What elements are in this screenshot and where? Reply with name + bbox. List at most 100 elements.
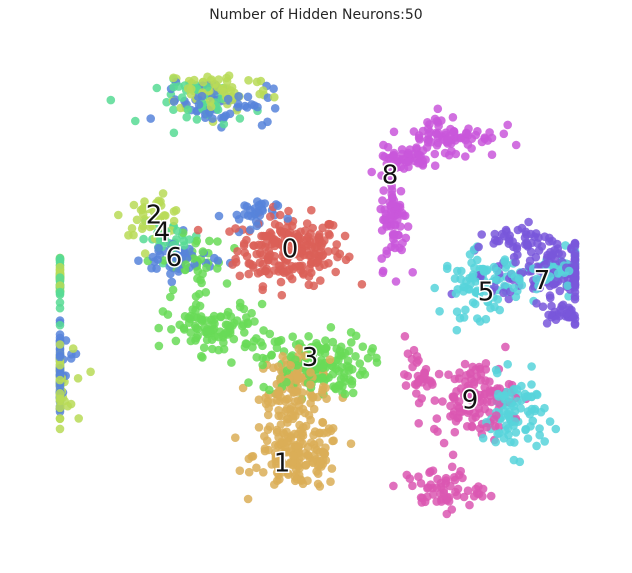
- scatter-point-class-4: [155, 235, 165, 245]
- scatter-point-class-9: [432, 414, 442, 423]
- scatter-point-class-7: [570, 320, 580, 329]
- scatter-point-class-3: [191, 336, 200, 345]
- scatter-point-class-3: [181, 260, 191, 269]
- cluster-label-0: 0: [282, 235, 299, 265]
- scatter-point-class-9: [450, 427, 460, 437]
- scatter-point-class-9: [432, 497, 442, 506]
- scatter-point-class-1: [316, 457, 325, 466]
- scatter-point-class-5: [506, 437, 515, 447]
- scatter-point-class-3: [272, 343, 282, 353]
- scatter-point-class-8: [487, 133, 497, 143]
- scatter-point-class-7: [524, 217, 533, 227]
- scatter-point-class-8: [433, 104, 443, 114]
- scatter-point-class-3: [197, 278, 206, 288]
- scatter-point-class-3: [213, 237, 222, 246]
- scatter-point-class-7: [474, 242, 483, 252]
- scatter-point-class-8: [367, 167, 377, 177]
- scatter-point-class-3: [335, 346, 345, 356]
- scatter-point-class-6: [219, 112, 229, 122]
- scatter-point-class-5: [461, 305, 470, 315]
- scatter-point-class-3: [195, 289, 204, 299]
- scatter-point-class-9: [430, 424, 439, 434]
- scatter-point-class-3: [304, 332, 313, 341]
- scatter-point-class-7: [570, 249, 580, 258]
- scatter-point-class-9: [489, 415, 499, 424]
- scatter-point-class-2: [154, 196, 163, 206]
- scatter-point-class-3: [358, 342, 368, 352]
- scatter-point-class-8: [377, 171, 386, 180]
- scatter-point-class-5: [500, 281, 509, 291]
- scatter-point-class-6: [210, 253, 219, 263]
- scatter-point-class-3: [340, 368, 349, 378]
- scatter-point-class-3: [326, 323, 336, 332]
- scatter-point-class-5: [500, 255, 510, 264]
- scatter-point-class-0: [258, 282, 268, 291]
- scatter-point-class-0: [240, 248, 249, 257]
- scatter-point-class-9: [447, 462, 457, 472]
- scatter-point-class-3: [198, 247, 208, 256]
- scatter-point-class-8: [378, 196, 387, 205]
- scatter-point-class-1: [276, 420, 286, 429]
- scatter-point-class-6: [66, 354, 76, 363]
- scatter-point-class-8: [443, 136, 453, 145]
- scatter-point-class-2: [189, 75, 199, 85]
- scatter-point-class-1: [282, 437, 292, 447]
- scatter-point-class-5: [500, 391, 510, 400]
- scatter-point-class-3: [197, 316, 207, 326]
- scatter-point-class-5: [553, 269, 563, 278]
- cluster-label-3: 3: [302, 343, 319, 373]
- scatter-point-class-8: [403, 222, 413, 231]
- scatter-point-class-8: [377, 254, 387, 263]
- scatter-point-class-7: [541, 259, 551, 269]
- scatter-point-class-3: [305, 344, 315, 353]
- scatter-point-class-8: [379, 186, 389, 195]
- scatter-point-class-5: [511, 292, 521, 302]
- scatter-point-class-3: [205, 236, 214, 246]
- scatter-point-class-2: [140, 249, 150, 258]
- scatter-point-class-0: [296, 252, 305, 262]
- scatter-point-class-5: [442, 264, 452, 274]
- scatter-point-class-2: [55, 394, 65, 404]
- scatter-point-class-8: [430, 149, 440, 159]
- scatter-point-class-1: [271, 456, 281, 466]
- scatter-point-class-5: [527, 404, 537, 414]
- scatter-point-class-4: [169, 240, 178, 250]
- scatter-point-class-0: [282, 253, 292, 263]
- scatter-point-class-1: [306, 380, 315, 390]
- scatter-point-class-8: [397, 245, 407, 255]
- scatter-point-class-5: [503, 360, 512, 369]
- scatter-point-class-3: [267, 351, 276, 360]
- scatter-point-class-2: [55, 360, 65, 370]
- scatter-point-class-1: [263, 425, 273, 435]
- scatter-point-class-0: [298, 268, 308, 278]
- scatter-point-class-8: [415, 135, 424, 144]
- scatter-point-class-9: [463, 393, 473, 403]
- scatter-point-class-8: [421, 155, 430, 164]
- scatter-point-class-5: [486, 303, 495, 313]
- scatter-point-class-2: [68, 344, 78, 353]
- scatter-point-class-4: [169, 105, 178, 114]
- scatter-point-class-8: [499, 129, 509, 139]
- scatter-point-class-7: [511, 257, 520, 267]
- scatter-point-class-8: [389, 234, 398, 244]
- scatter-point-class-7: [557, 250, 567, 259]
- scatter-point-class-9: [414, 472, 423, 482]
- scatter-point-class-8: [449, 127, 459, 136]
- scatter-point-class-4: [172, 226, 182, 236]
- scatter-point-class-1: [272, 468, 282, 477]
- scatter-point-class-3: [318, 363, 328, 373]
- scatter-point-class-6: [242, 202, 252, 211]
- scatter-point-class-9: [444, 370, 453, 380]
- scatter-point-class-0: [262, 231, 271, 241]
- scatter-point-class-8: [376, 204, 386, 214]
- scatter-point-class-8: [396, 186, 406, 196]
- scatter-point-class-8: [430, 114, 440, 124]
- scatter-point-class-9: [450, 475, 460, 485]
- scatter-point-class-0: [258, 259, 268, 269]
- scatter-point-class-5: [499, 434, 509, 443]
- scatter-point-class-3: [227, 358, 236, 367]
- scatter-point-class-0: [253, 269, 263, 278]
- scatter-point-class-5: [535, 424, 544, 433]
- scatter-point-class-9: [403, 371, 413, 381]
- scatter-point-class-9: [455, 407, 465, 417]
